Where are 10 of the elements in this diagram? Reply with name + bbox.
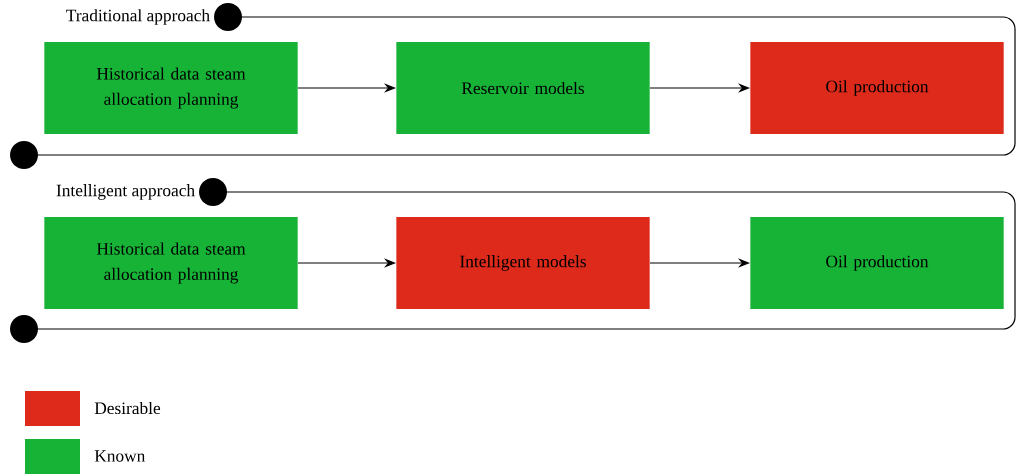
legend-label: Known xyxy=(94,450,146,462)
process-box: Reservoir models xyxy=(396,42,650,134)
process-box: Oil production xyxy=(750,42,1004,134)
process-box: Historical data steam allocation planning xyxy=(44,217,298,309)
legend-label: Desirable xyxy=(94,401,161,415)
node-label: Intelligent approach xyxy=(56,184,195,200)
node-label: Traditional approach xyxy=(66,9,210,25)
process-box: Intelligent models xyxy=(396,217,650,309)
process-box: Oil production xyxy=(750,217,1004,309)
process-box: Historical data steam allocation planning xyxy=(44,42,298,134)
